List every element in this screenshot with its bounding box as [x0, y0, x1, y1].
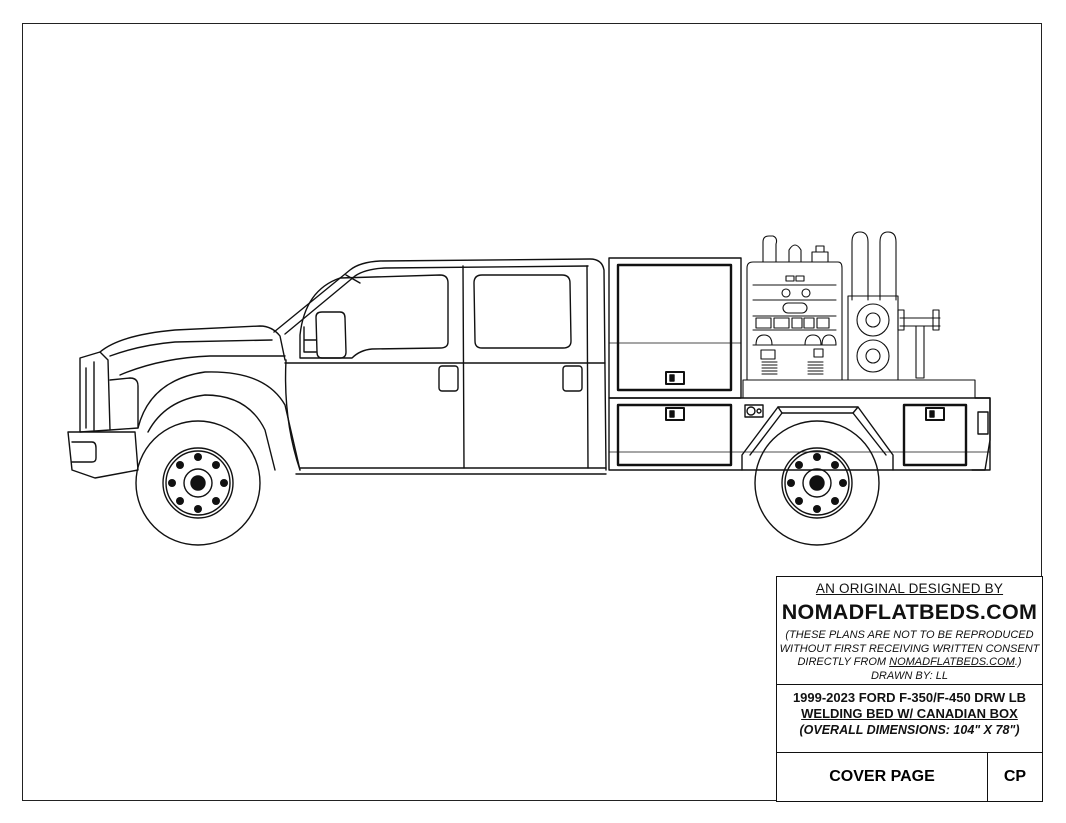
truck-cab [67, 258, 607, 479]
brand-link: NOMADFLATBEDS.COM [889, 656, 1015, 668]
gas-cylinders [851, 231, 897, 301]
copyright-notice: (THESE PLANS ARE NOT TO BE REPRODUCED WI… [777, 629, 1042, 683]
rear-wheel [754, 420, 880, 546]
welder-generator [742, 235, 976, 399]
wire-spool-feeder [847, 295, 941, 381]
project-section: 1999-2023 FORD F-350/F-450 DRW LB WELDIN… [777, 685, 1042, 753]
credit-section: AN ORIGINAL DESIGNED BY NOMADFLATBEDS.CO… [777, 577, 1042, 685]
page-code: CP [1003, 768, 1027, 785]
notice-line-2: WITHOUT FIRST RECEIVING WRITTEN CONSENT [779, 642, 1040, 655]
bed-type: WELDING BED W/ CANADIAN BOX [801, 706, 1018, 721]
sheet-border [22, 23, 1042, 801]
canadian-box [608, 257, 742, 399]
overall-dimensions: (OVERALL DIMENSIONS: 104" X 78") [799, 723, 1020, 737]
flatbed [608, 397, 991, 471]
title-block: AN ORIGINAL DESIGNED BY NOMADFLATBEDS.CO… [776, 576, 1043, 802]
notice-suffix: .) [1014, 656, 1022, 668]
front-wheel [135, 420, 261, 546]
brand-name: NOMADFLATBEDS.COM [781, 600, 1038, 624]
page-info: COVER PAGE CP [777, 753, 1042, 801]
notice-line-3: DIRECTLY FROM NOMADFLATBEDS.COM.) [777, 656, 1042, 670]
drawn-by: DRAWN BY: LL [870, 669, 949, 682]
page-title: COVER PAGE [777, 753, 988, 801]
notice-prefix: DIRECTLY FROM [797, 656, 890, 668]
notice-line-1: (THESE PLANS ARE NOT TO BE REPRODUCED [785, 629, 1034, 641]
designed-by-label: AN ORIGINAL DESIGNED BY [815, 581, 1004, 596]
vehicle-model: 1999-2023 FORD F-350/F-450 DRW LB [792, 690, 1027, 705]
